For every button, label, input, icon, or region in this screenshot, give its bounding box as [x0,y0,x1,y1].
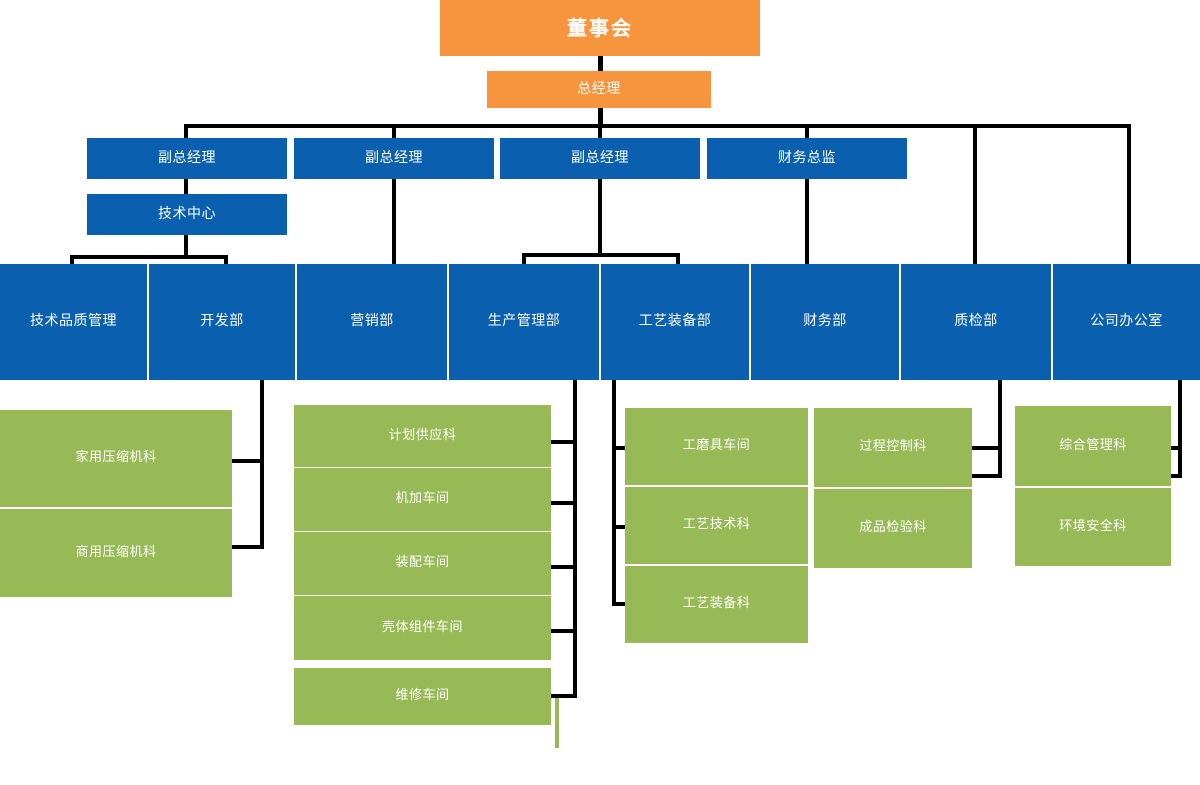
node-section-tooling-workshop[interactable]: 工磨具车间 [625,408,808,485]
node-section-environment-safety[interactable]: 环境安全科 [1015,488,1171,566]
connector-vp3-split [522,253,680,257]
node-label: 工艺技术科 [682,517,751,533]
connector-split-to-process [676,253,680,265]
node-section-general-administration[interactable]: 综合管理科 [1015,406,1171,486]
node-label: 生产管理部 [487,313,561,330]
node-vice-general-manager-3[interactable]: 副总经理 [500,138,700,179]
node-vice-general-manager-1[interactable]: 副总经理 [87,138,287,179]
connector-quality-to-final-inspection [968,474,1002,478]
connector-vp1-to-techcenter [184,179,188,194]
node-label: 董事会 [567,15,633,40]
connector-production-to-assembly [549,565,577,569]
connector-development-to-home-compressor [228,459,264,463]
node-section-commercial-compressor[interactable]: 商用压缩机科 [0,509,232,597]
node-cfo[interactable]: 财务总监 [707,138,907,179]
node-section-final-inspection[interactable]: 成品检验科 [814,489,972,568]
node-section-process-equipment[interactable]: 工艺装备科 [625,566,808,643]
node-section-home-compressor[interactable]: 家用压缩机科 [0,410,232,507]
node-department-finance[interactable]: 财务部 [751,264,899,380]
node-general-manager[interactable]: 总经理 [487,71,711,108]
connector-production-to-maintenance [549,694,577,698]
node-label: 综合管理科 [1059,437,1127,453]
connector-bus-to-vp2 [392,124,396,138]
node-label: 商用压缩机科 [75,544,157,560]
node-department-marketing[interactable]: 营销部 [297,264,447,380]
node-section-machining-workshop[interactable]: 机加车间 [294,468,551,531]
connector-process-to-tech-section [612,525,630,529]
node-label: 成品检验科 [859,520,927,536]
node-label: 技术品质管理 [30,313,117,330]
node-label: 营销部 [350,313,394,330]
connector-board-to-gm [598,56,603,76]
connector-bus-to-office-dept [1127,124,1131,264]
node-label: 家用压缩机科 [75,450,157,466]
node-label: 过程控制科 [859,439,927,455]
node-label: 副总经理 [571,149,629,166]
connector-split-to-techquality [70,255,74,265]
connector-office-to-env-safety [1166,474,1182,478]
node-label: 工磨具车间 [682,438,751,454]
node-label: 环境安全科 [1059,518,1127,534]
connector-process-to-equipment-section [612,602,630,606]
connector-bus-to-quality-dept [973,124,977,264]
connector-techcenter-split [70,255,228,259]
node-department-company-office[interactable]: 公司办公室 [1053,264,1200,380]
connector-quality-trunk [998,380,1002,478]
node-department-production-management[interactable]: 生产管理部 [449,264,599,380]
node-department-process-equipment[interactable]: 工艺装备部 [601,264,749,380]
connector-split-to-development [224,255,228,265]
connector-office-trunk [1178,380,1182,478]
node-label: 开发部 [200,313,244,330]
node-label: 工艺装备科 [682,596,751,612]
node-technology-center[interactable]: 技术中心 [87,194,287,235]
node-section-assembly-workshop[interactable]: 装配车间 [294,532,551,595]
connector-split-to-production [522,253,526,265]
node-label: 总经理 [577,80,621,97]
node-department-tech-quality-management[interactable]: 技术品质管理 [0,264,147,380]
node-department-quality-inspection[interactable]: 质检部 [901,264,1051,380]
node-label: 财务总监 [778,149,836,166]
connector-process-trunk [612,380,616,604]
node-label: 壳体组件车间 [381,619,463,635]
node-label: 装配车间 [395,555,450,571]
connector-bus-to-vp3 [598,124,602,138]
connector-production-trunk [573,380,577,698]
connector-office-to-general-admin [1166,446,1182,450]
connector-gm-down [598,105,603,127]
connector-production-to-planning [549,440,577,444]
connector-vp2-to-marketing [392,179,396,265]
node-label: 工艺装备部 [638,313,712,330]
node-label: 技术中心 [158,205,216,222]
node-label: 财务部 [803,313,847,330]
node-board-of-directors[interactable]: 董事会 [440,0,760,56]
node-section-shell-component-workshop[interactable]: 壳体组件车间 [294,596,551,660]
connector-development-trunk [260,380,264,549]
node-vice-general-manager-2[interactable]: 副总经理 [294,138,494,179]
node-label: 公司办公室 [1090,313,1163,330]
connector-bus-to-vp1 [184,124,188,138]
node-label: 机加车间 [395,491,450,507]
node-label: 副总经理 [158,149,216,166]
connector-development-to-commercial-compressor [228,545,264,549]
node-section-planning-supply[interactable]: 计划供应科 [294,405,551,467]
node-department-development[interactable]: 开发部 [149,264,295,380]
connector-techcenter-down [184,235,188,257]
connector-bus-to-cfo [805,124,809,138]
node-label: 维修车间 [395,688,450,704]
node-label: 质检部 [954,313,998,330]
connector-vp3-down [598,179,602,255]
connector-production-tail [555,698,559,748]
node-section-maintenance-workshop[interactable]: 维修车间 [294,668,551,725]
connector-cfo-to-finance [805,179,809,265]
node-section-process-control[interactable]: 过程控制科 [814,408,972,487]
connector-production-to-machining [549,501,577,505]
connector-main-bus [186,124,1130,128]
node-section-process-technology[interactable]: 工艺技术科 [625,487,808,564]
node-label: 副总经理 [365,149,423,166]
connector-process-to-tooling-workshop [612,446,630,450]
connector-production-to-shell [549,629,577,633]
node-label: 计划供应科 [388,427,457,443]
connector-quality-to-process-control [968,446,1002,450]
